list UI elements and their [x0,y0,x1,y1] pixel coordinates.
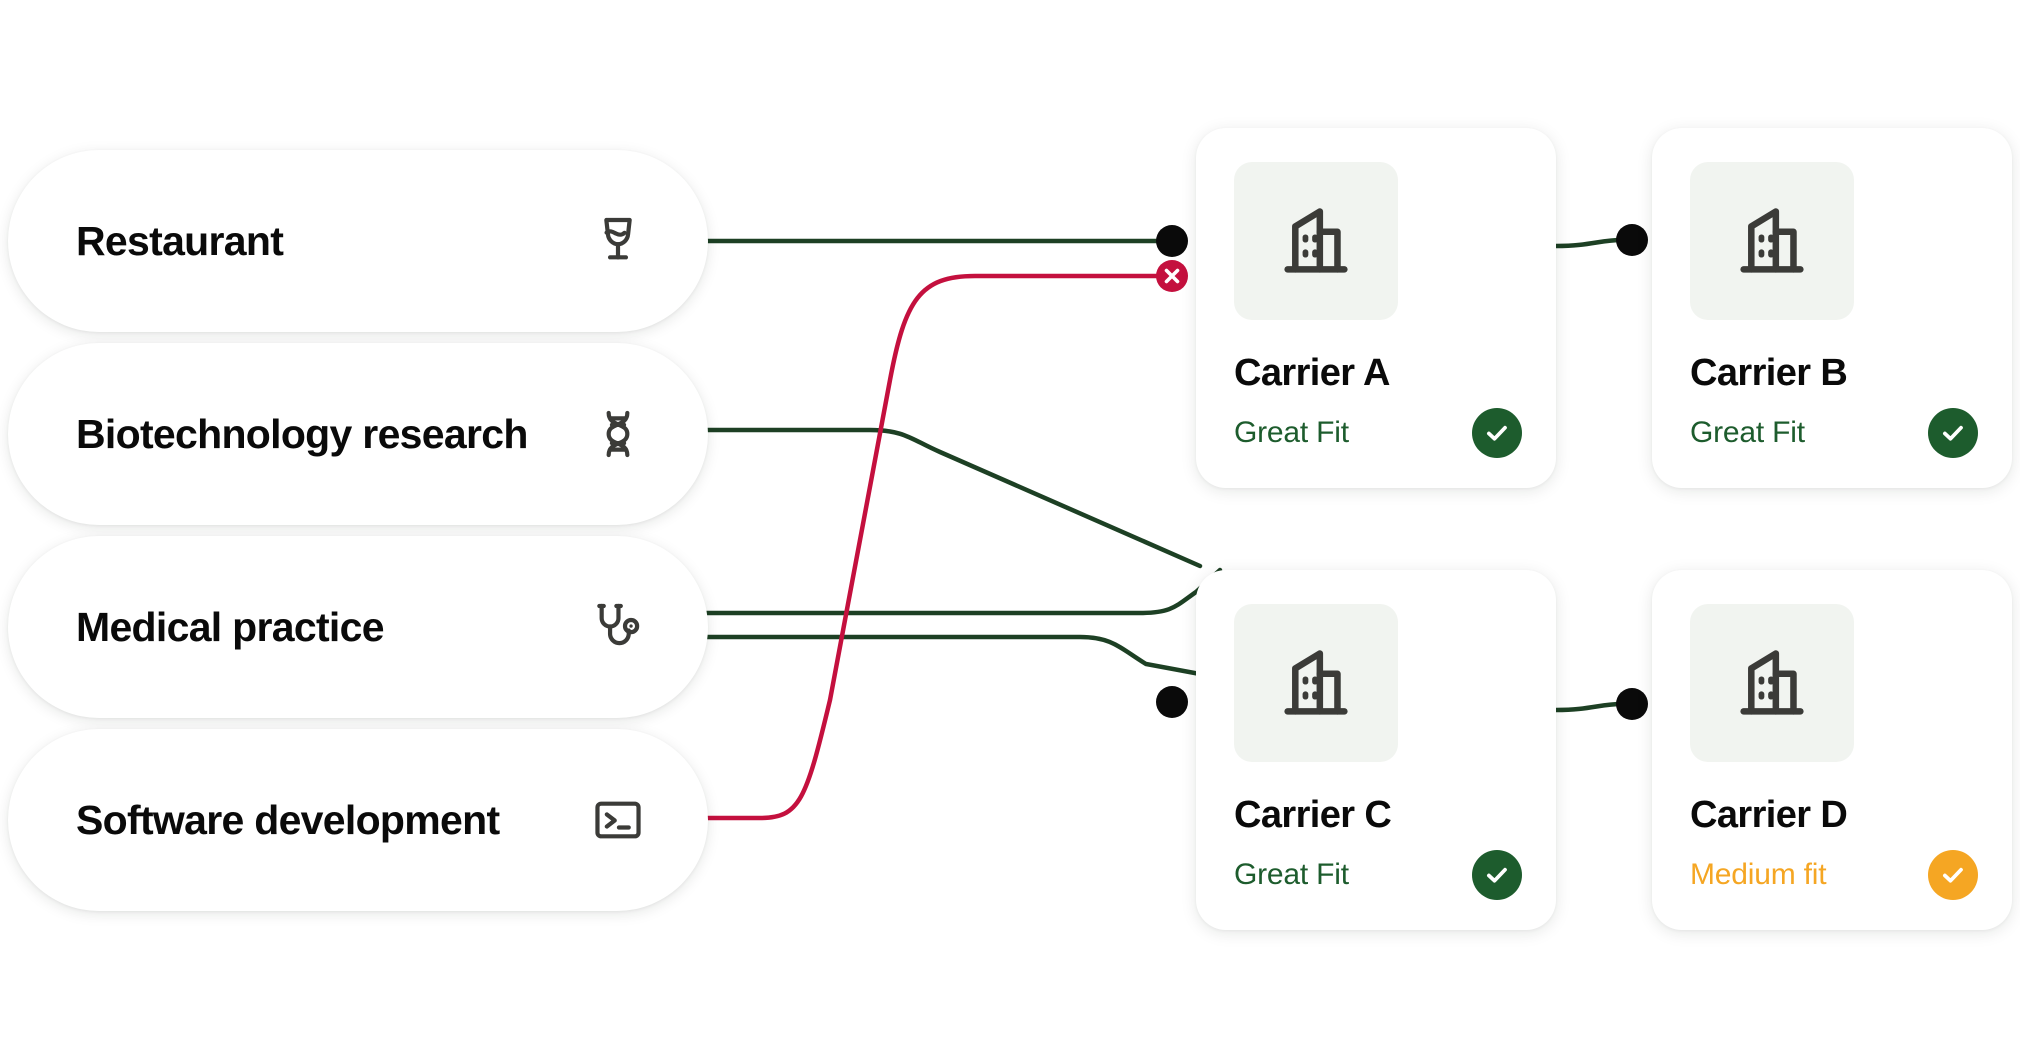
building-icon [1690,162,1854,321]
industry-label: Medical practice [76,603,385,650]
industry-pill-biotechnology-research[interactable]: Biotechnology research [8,343,708,525]
carrier-name: Carrier D [1690,794,1848,837]
carrier-fit-label: Great Fit [1234,858,1349,891]
industry-pill-restaurant[interactable]: Restaurant [8,150,708,332]
industry-label: Biotechnology research [76,410,528,457]
connector-carrier-c-to-carrier-d [1553,701,1625,713]
connector-medical-to-carrier-a [703,567,1223,616]
connector-node-dot-carrier-a-in [1156,225,1188,257]
carrier-fit-row: Great Fit [1234,850,1522,900]
check-circle-icon [1928,850,1978,900]
carrier-fit-row: Medium fit [1690,850,1978,900]
connector-reject-badge-carrier-a [1156,260,1188,292]
carrier-fit-label: Great Fit [1234,416,1349,449]
carrier-name: Carrier C [1234,794,1392,837]
connector-biotech-to-carrier-c [703,427,1203,569]
building-icon [1234,604,1398,763]
carrier-card-c[interactable]: Carrier C Great Fit [1196,570,1556,930]
carrier-fit-label: Medium fit [1690,858,1827,891]
industry-pill-medical-practice[interactable]: Medical practice [8,536,708,718]
carrier-fit-row: Great Fit [1234,408,1522,458]
connector-carrier-a-to-carrier-b [1553,237,1625,249]
carrier-card-b[interactable]: Carrier B Great Fit [1652,128,2012,488]
connector-node-dot-carrier-b-in [1616,224,1648,256]
connector-node-dot-carrier-d-in [1616,688,1648,720]
stethoscope-icon [590,599,646,655]
terminal-icon [590,792,646,848]
connector-software-to-carrier-a-rejected [703,273,1169,821]
industry-list: Restaurant Biotechnology research [8,150,708,922]
industry-label: Restaurant [76,217,284,264]
building-icon [1690,604,1854,763]
check-circle-icon [1472,408,1522,458]
carrier-name: Carrier B [1690,352,1848,395]
wine-glass-icon [590,213,646,269]
building-icon [1234,162,1398,321]
dna-helix-icon [590,406,646,462]
carrier-name: Carrier A [1234,352,1390,395]
connector-node-dot-carrier-c-in [1156,686,1188,718]
industry-label: Software development [76,796,500,843]
carrier-card-d[interactable]: Carrier D Medium fit [1652,570,2012,930]
check-circle-icon [1928,408,1978,458]
industry-pill-software-development[interactable]: Software development [8,729,708,911]
check-circle-icon [1472,850,1522,900]
carrier-card-a[interactable]: Carrier A Great Fit [1196,128,1556,488]
carrier-fit-label: Great Fit [1690,416,1805,449]
carrier-fit-row: Great Fit [1690,408,1978,458]
